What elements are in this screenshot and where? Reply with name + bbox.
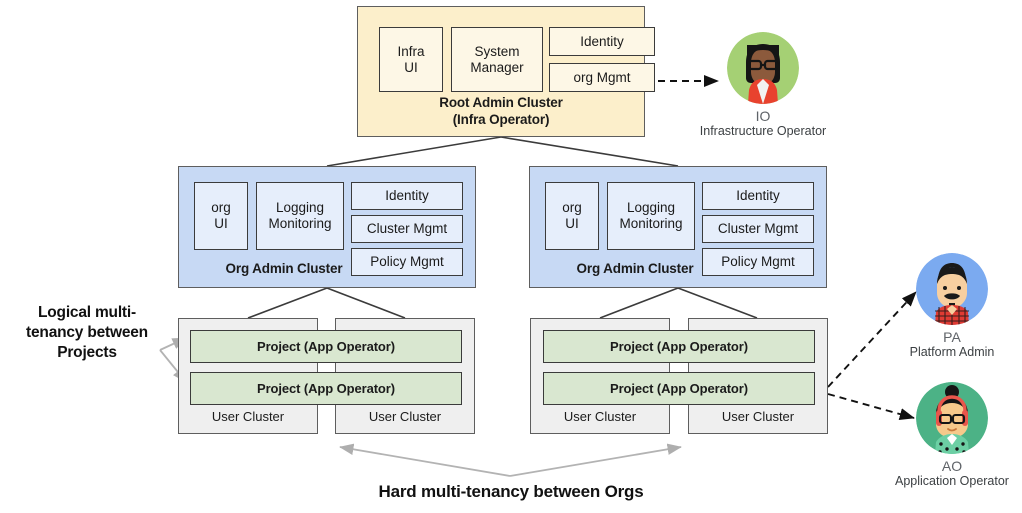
persona-ao-role: Application Operator <box>895 474 1009 488</box>
root-title-line1: Root Admin Cluster <box>439 95 563 110</box>
project-right-org-2[interactable]: Project (App Operator) <box>543 372 815 405</box>
root-component-system-manager[interactable]: System Manager <box>451 27 543 92</box>
avatar-io <box>727 32 799 104</box>
org-left-component-cluster-mgmt[interactable]: Cluster Mgmt <box>351 215 463 243</box>
root-component-org-mgmt[interactable]: org Mgmt <box>549 63 655 92</box>
root-admin-cluster-title: Root Admin Cluster (Infra Operator) <box>358 95 644 128</box>
persona-pa-role: Platform Admin <box>909 345 995 359</box>
org-right-component-cluster-mgmt[interactable]: Cluster Mgmt <box>702 215 814 243</box>
avatar-ao-icon <box>916 382 988 454</box>
root-component-identity[interactable]: Identity <box>549 27 655 56</box>
org-left-title: Org Admin Cluster <box>225 261 343 276</box>
persona-io-abbr: IO <box>755 108 771 124</box>
org-left-orgui-line2: UI <box>214 216 228 231</box>
root-title-line2: (Infra Operator) <box>452 111 550 127</box>
persona-io-role: Infrastructure Operator <box>699 124 827 138</box>
avatar-io-icon <box>727 32 799 104</box>
logical-multitenancy-caption: Logical multi-tenancy between Projects <box>26 304 148 361</box>
user-cluster-label: User Cluster <box>721 409 795 424</box>
arrow-hard-multitenancy <box>339 443 682 477</box>
project-left-org-1[interactable]: Project (App Operator) <box>190 330 462 363</box>
org-right-component-policy-mgmt[interactable]: Policy Mgmt <box>702 248 814 276</box>
org-admin-cluster-right[interactable]: org UI Logging Monitoring Identity Clust… <box>529 166 827 288</box>
org-left-component-identity[interactable]: Identity <box>351 182 463 210</box>
hard-multitenancy-caption: Hard multi-tenancy between Orgs <box>378 482 644 501</box>
user-cluster-label: User Cluster <box>368 409 442 424</box>
root-to-org-connectors <box>326 136 679 167</box>
root-system-manager-line1: System <box>474 43 520 59</box>
org-right-orgui-line1: org <box>562 200 582 215</box>
org-right-component-identity[interactable]: Identity <box>702 182 814 210</box>
org-right-to-usercluster-connectors <box>599 287 758 319</box>
project-left-org-2[interactable]: Project (App Operator) <box>190 372 462 405</box>
org-left-logging-line1: Logging <box>275 200 325 215</box>
persona-pa: PA Platform Admin <box>872 253 1022 360</box>
org-right-logging-line2: Monitoring <box>619 216 683 231</box>
org-left-logging-line2: Monitoring <box>268 216 332 231</box>
org-right-logging-line1: Logging <box>626 200 676 215</box>
org-left-component-policy-mgmt[interactable]: Policy Mgmt <box>351 248 463 276</box>
org-left-component-org-ui[interactable]: org UI <box>194 182 248 250</box>
root-component-infra-ui[interactable]: Infra UI <box>379 27 443 92</box>
org-left-orgui-line1: org <box>211 200 231 215</box>
avatar-pa <box>916 253 988 325</box>
org-admin-cluster-left[interactable]: org UI Logging Monitoring Identity Clust… <box>178 166 476 288</box>
org-right-component-org-ui[interactable]: org UI <box>545 182 599 250</box>
org-right-title: Org Admin Cluster <box>576 261 694 276</box>
root-admin-cluster[interactable]: Infra UI System Manager Identity org Mgm… <box>357 6 655 137</box>
root-system-manager-line2: Manager <box>470 59 524 75</box>
root-infra-ui-line1: Infra <box>397 43 425 59</box>
root-infra-ui-line2: UI <box>404 59 418 75</box>
persona-io: IO Infrastructure Operator <box>683 32 843 139</box>
org-right-component-logging-monitoring[interactable]: Logging Monitoring <box>607 182 695 250</box>
avatar-ao <box>916 382 988 454</box>
avatar-pa-icon <box>916 253 988 325</box>
org-left-to-usercluster-connectors <box>247 287 406 319</box>
org-left-component-logging-monitoring[interactable]: Logging Monitoring <box>256 182 344 250</box>
project-right-org-1[interactable]: Project (App Operator) <box>543 330 815 363</box>
persona-ao: AO Application Operator <box>872 382 1022 489</box>
user-cluster-label: User Cluster <box>563 409 637 424</box>
persona-pa-abbr: PA <box>943 329 961 345</box>
persona-ao-abbr: AO <box>941 458 963 474</box>
org-right-orgui-line2: UI <box>565 216 579 231</box>
user-cluster-label: User Cluster <box>211 409 285 424</box>
